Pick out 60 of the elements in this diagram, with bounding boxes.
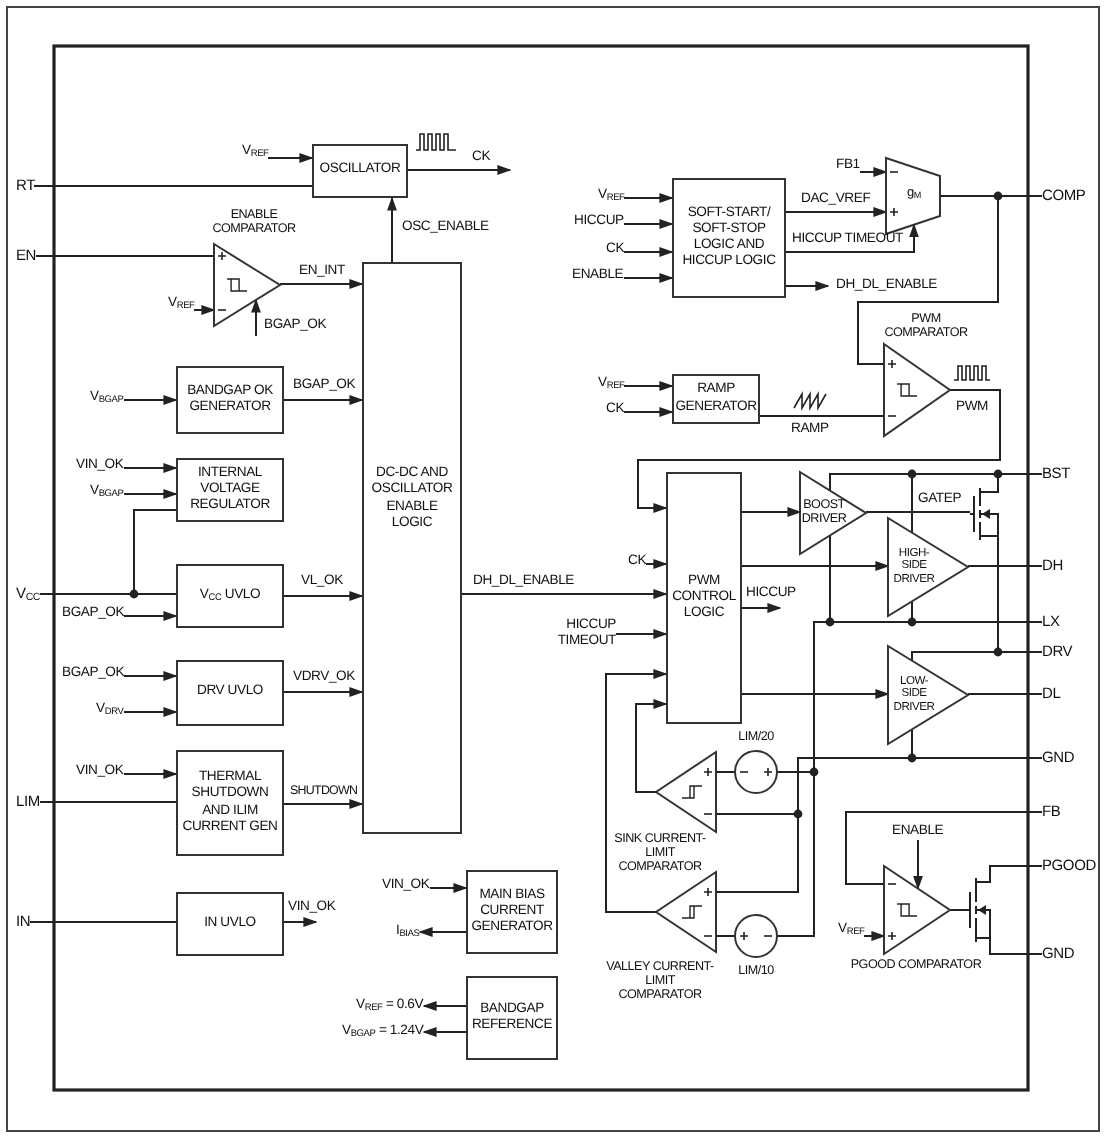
arrow [283, 917, 318, 927]
arrow [859, 167, 888, 177]
arrow [123, 671, 178, 681]
arrow [605, 669, 668, 913]
arrow [645, 559, 668, 569]
arrow [623, 193, 674, 203]
connector-line [989, 865, 1043, 877]
arrow [123, 395, 178, 405]
arrow [863, 931, 886, 941]
arrow [387, 196, 397, 263]
arrow [283, 591, 364, 601]
connector-line [857, 195, 999, 365]
arrow [913, 839, 923, 891]
arrow [615, 629, 668, 639]
arrow [123, 707, 178, 717]
arrow [785, 223, 919, 253]
arrow [785, 207, 888, 217]
arrow [193, 305, 216, 315]
arrow [123, 611, 178, 621]
arrow [429, 883, 468, 893]
arrow [741, 561, 890, 571]
connector-line [715, 935, 735, 937]
connector-line [949, 909, 967, 911]
arrow [283, 687, 364, 697]
connector-line [29, 921, 177, 923]
arrow [623, 247, 674, 257]
connector-line [967, 565, 1043, 567]
arrow [741, 603, 782, 613]
arrow [741, 689, 890, 699]
connector-line [715, 771, 735, 773]
connector-line [33, 185, 313, 187]
arrow [637, 389, 1001, 513]
arrow [267, 153, 314, 163]
connector-line [759, 415, 885, 417]
arrow [461, 589, 668, 599]
connector-line [967, 693, 1043, 695]
arrow [123, 489, 178, 499]
arrow [422, 1027, 467, 1037]
arrow [785, 281, 830, 291]
arrow [251, 298, 261, 337]
arrow [418, 927, 467, 937]
connector-line [865, 511, 971, 513]
arrow [422, 1001, 467, 1011]
arrow [623, 407, 674, 417]
connector-line [989, 943, 1043, 955]
arrow [283, 395, 364, 405]
arrow [407, 165, 512, 175]
connector-line [133, 509, 177, 595]
arrow [635, 699, 668, 793]
connector-line [845, 811, 1043, 885]
arrow [623, 381, 674, 391]
arrow [123, 769, 178, 779]
arrow [123, 463, 178, 473]
connector-line [39, 801, 177, 803]
connector-line [35, 255, 215, 257]
arrow [279, 279, 364, 289]
arrow [283, 799, 364, 809]
arrow [741, 507, 802, 517]
arrow [623, 273, 674, 283]
arrow [623, 219, 674, 229]
